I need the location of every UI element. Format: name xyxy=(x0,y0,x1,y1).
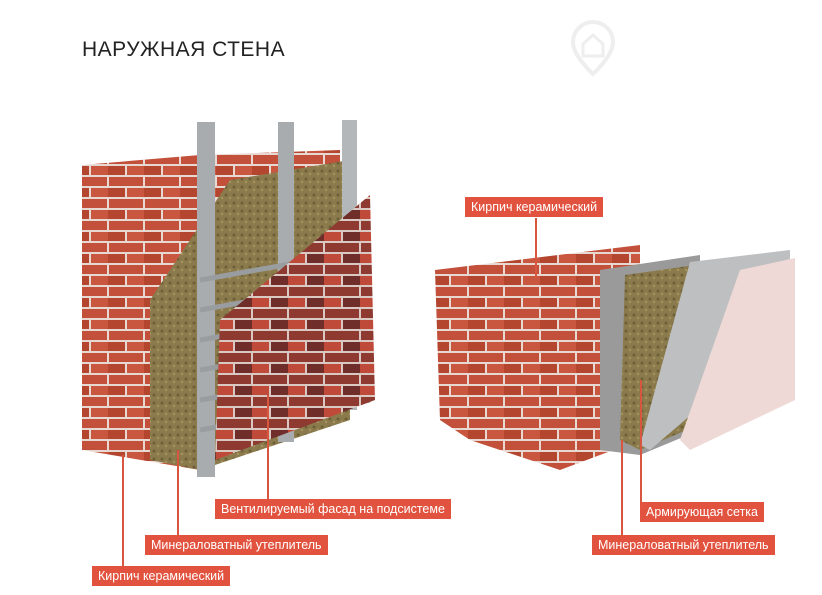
page-title: НАРУЖНАЯ СТЕНА xyxy=(82,38,286,61)
leader-line xyxy=(267,395,269,501)
label-mineral-wool-left: Минераловатный утеплитель xyxy=(145,535,328,555)
label-reinforcing-mesh: Армирующая сетка xyxy=(640,502,764,522)
label-ceramic-brick-left: Кирпич керамический xyxy=(92,566,231,586)
label-ceramic-brick-right: Кирпич керамический xyxy=(465,197,604,217)
leader-line xyxy=(122,455,124,567)
leader-line xyxy=(621,440,623,536)
leader-line xyxy=(640,380,642,503)
label-ventilated-facade: Вентилируемый фасад на подсистеме xyxy=(215,499,451,519)
ventilated-facade-illustration xyxy=(82,120,375,477)
label-mineral-wool-right: Минераловатный утеплитель xyxy=(592,535,775,555)
leader-line xyxy=(177,450,179,536)
leader-line xyxy=(535,218,537,278)
plastered-facade-illustration xyxy=(435,245,795,470)
house-pin-icon xyxy=(570,19,616,77)
